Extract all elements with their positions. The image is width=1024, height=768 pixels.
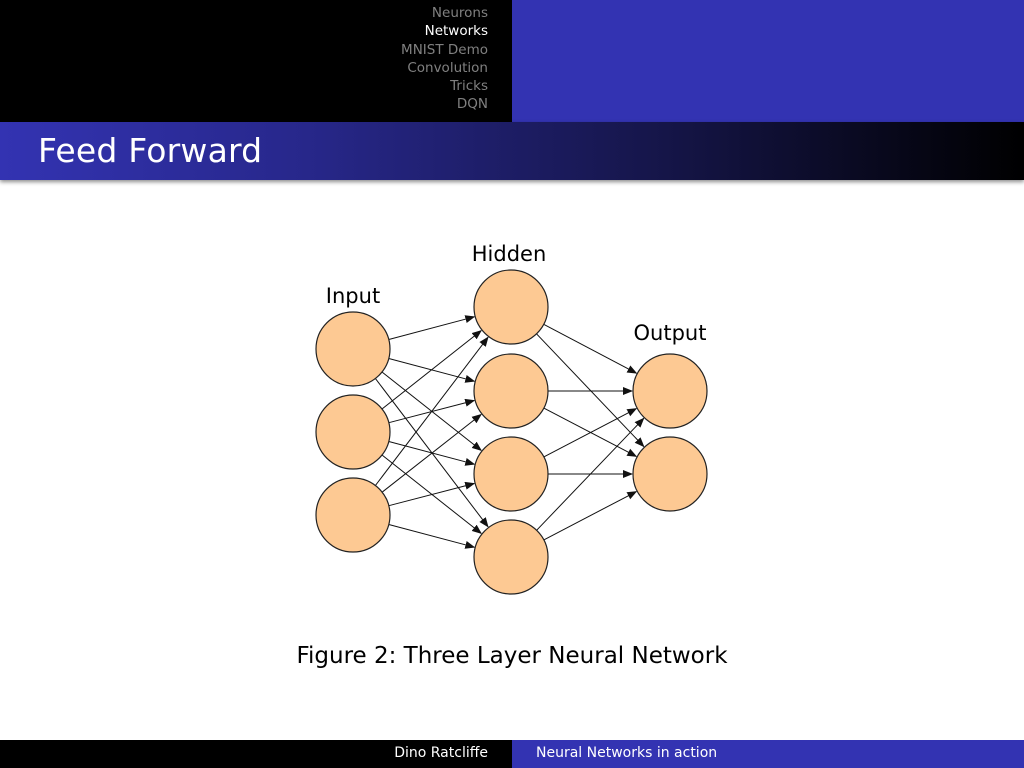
header-navigation: Neurons Networks MNIST Demo Convolution … (0, 0, 512, 122)
nav-item-neurons[interactable]: Neurons (431, 5, 488, 21)
header-subsection-panel (512, 0, 1024, 122)
input-layer-label: Input (326, 284, 380, 308)
connection-input-3-to-hidden-3 (388, 481, 476, 507)
connection-hidden-1-to-output-1 (543, 323, 638, 374)
connection-hidden-3-to-output-1 (543, 408, 638, 458)
nav-item-dqn[interactable]: DQN (456, 96, 488, 113)
footer-talk-title: Neural Networks in action (536, 745, 718, 761)
connections (375, 315, 645, 549)
nav-item-convolution[interactable]: Convolution (407, 59, 488, 76)
hidden-layer-label: Hidden (472, 242, 547, 266)
footer-author-panel: Dino Ratcliffe (0, 740, 512, 768)
hidden-neuron-3 (473, 436, 549, 512)
connection-hidden-4-to-output-2 (543, 491, 638, 541)
frame-title: Feed Forward (38, 131, 263, 170)
connection-input-3-to-hidden-4 (388, 524, 476, 549)
nav-item-networks[interactable]: Networks (424, 23, 488, 40)
connection-input-3-to-hidden-2 (381, 413, 482, 493)
input-neuron-1 (315, 311, 391, 387)
figure-caption: Figure 2: Three Layer Neural Network (296, 643, 728, 669)
neurons (315, 269, 708, 595)
network-diagram: Input Hidden Output (315, 242, 708, 595)
connection-input-1-to-hidden-1 (388, 315, 476, 340)
connection-hidden-1-to-output-2 (536, 333, 645, 448)
network-figure: Input Hidden Output (300, 230, 730, 610)
footer-author: Dino Ratcliffe (394, 745, 488, 761)
connection-input-3-to-hidden-1 (375, 336, 489, 486)
hidden-neuron-1 (473, 269, 549, 345)
section-nav-list: Neurons Networks MNIST Demo Convolution … (401, 4, 488, 114)
output-layer-label: Output (634, 321, 707, 345)
hidden-neuron-2 (473, 353, 549, 429)
connection-hidden-4-to-output-1 (536, 417, 645, 531)
output-neuron-2 (632, 436, 708, 512)
output-neuron-1 (632, 353, 708, 429)
input-neuron-2 (315, 394, 391, 470)
hidden-neuron-4 (473, 519, 549, 595)
footer-title-panel: Neural Networks in action (512, 740, 1024, 768)
connection-input-2-to-hidden-1 (381, 329, 482, 410)
input-neuron-3 (315, 477, 391, 553)
nav-item-tricks[interactable]: Tricks (450, 78, 488, 95)
frame-title-bar: Feed Forward (0, 122, 1024, 180)
nav-item-mnist-demo[interactable]: MNIST Demo (401, 41, 488, 58)
